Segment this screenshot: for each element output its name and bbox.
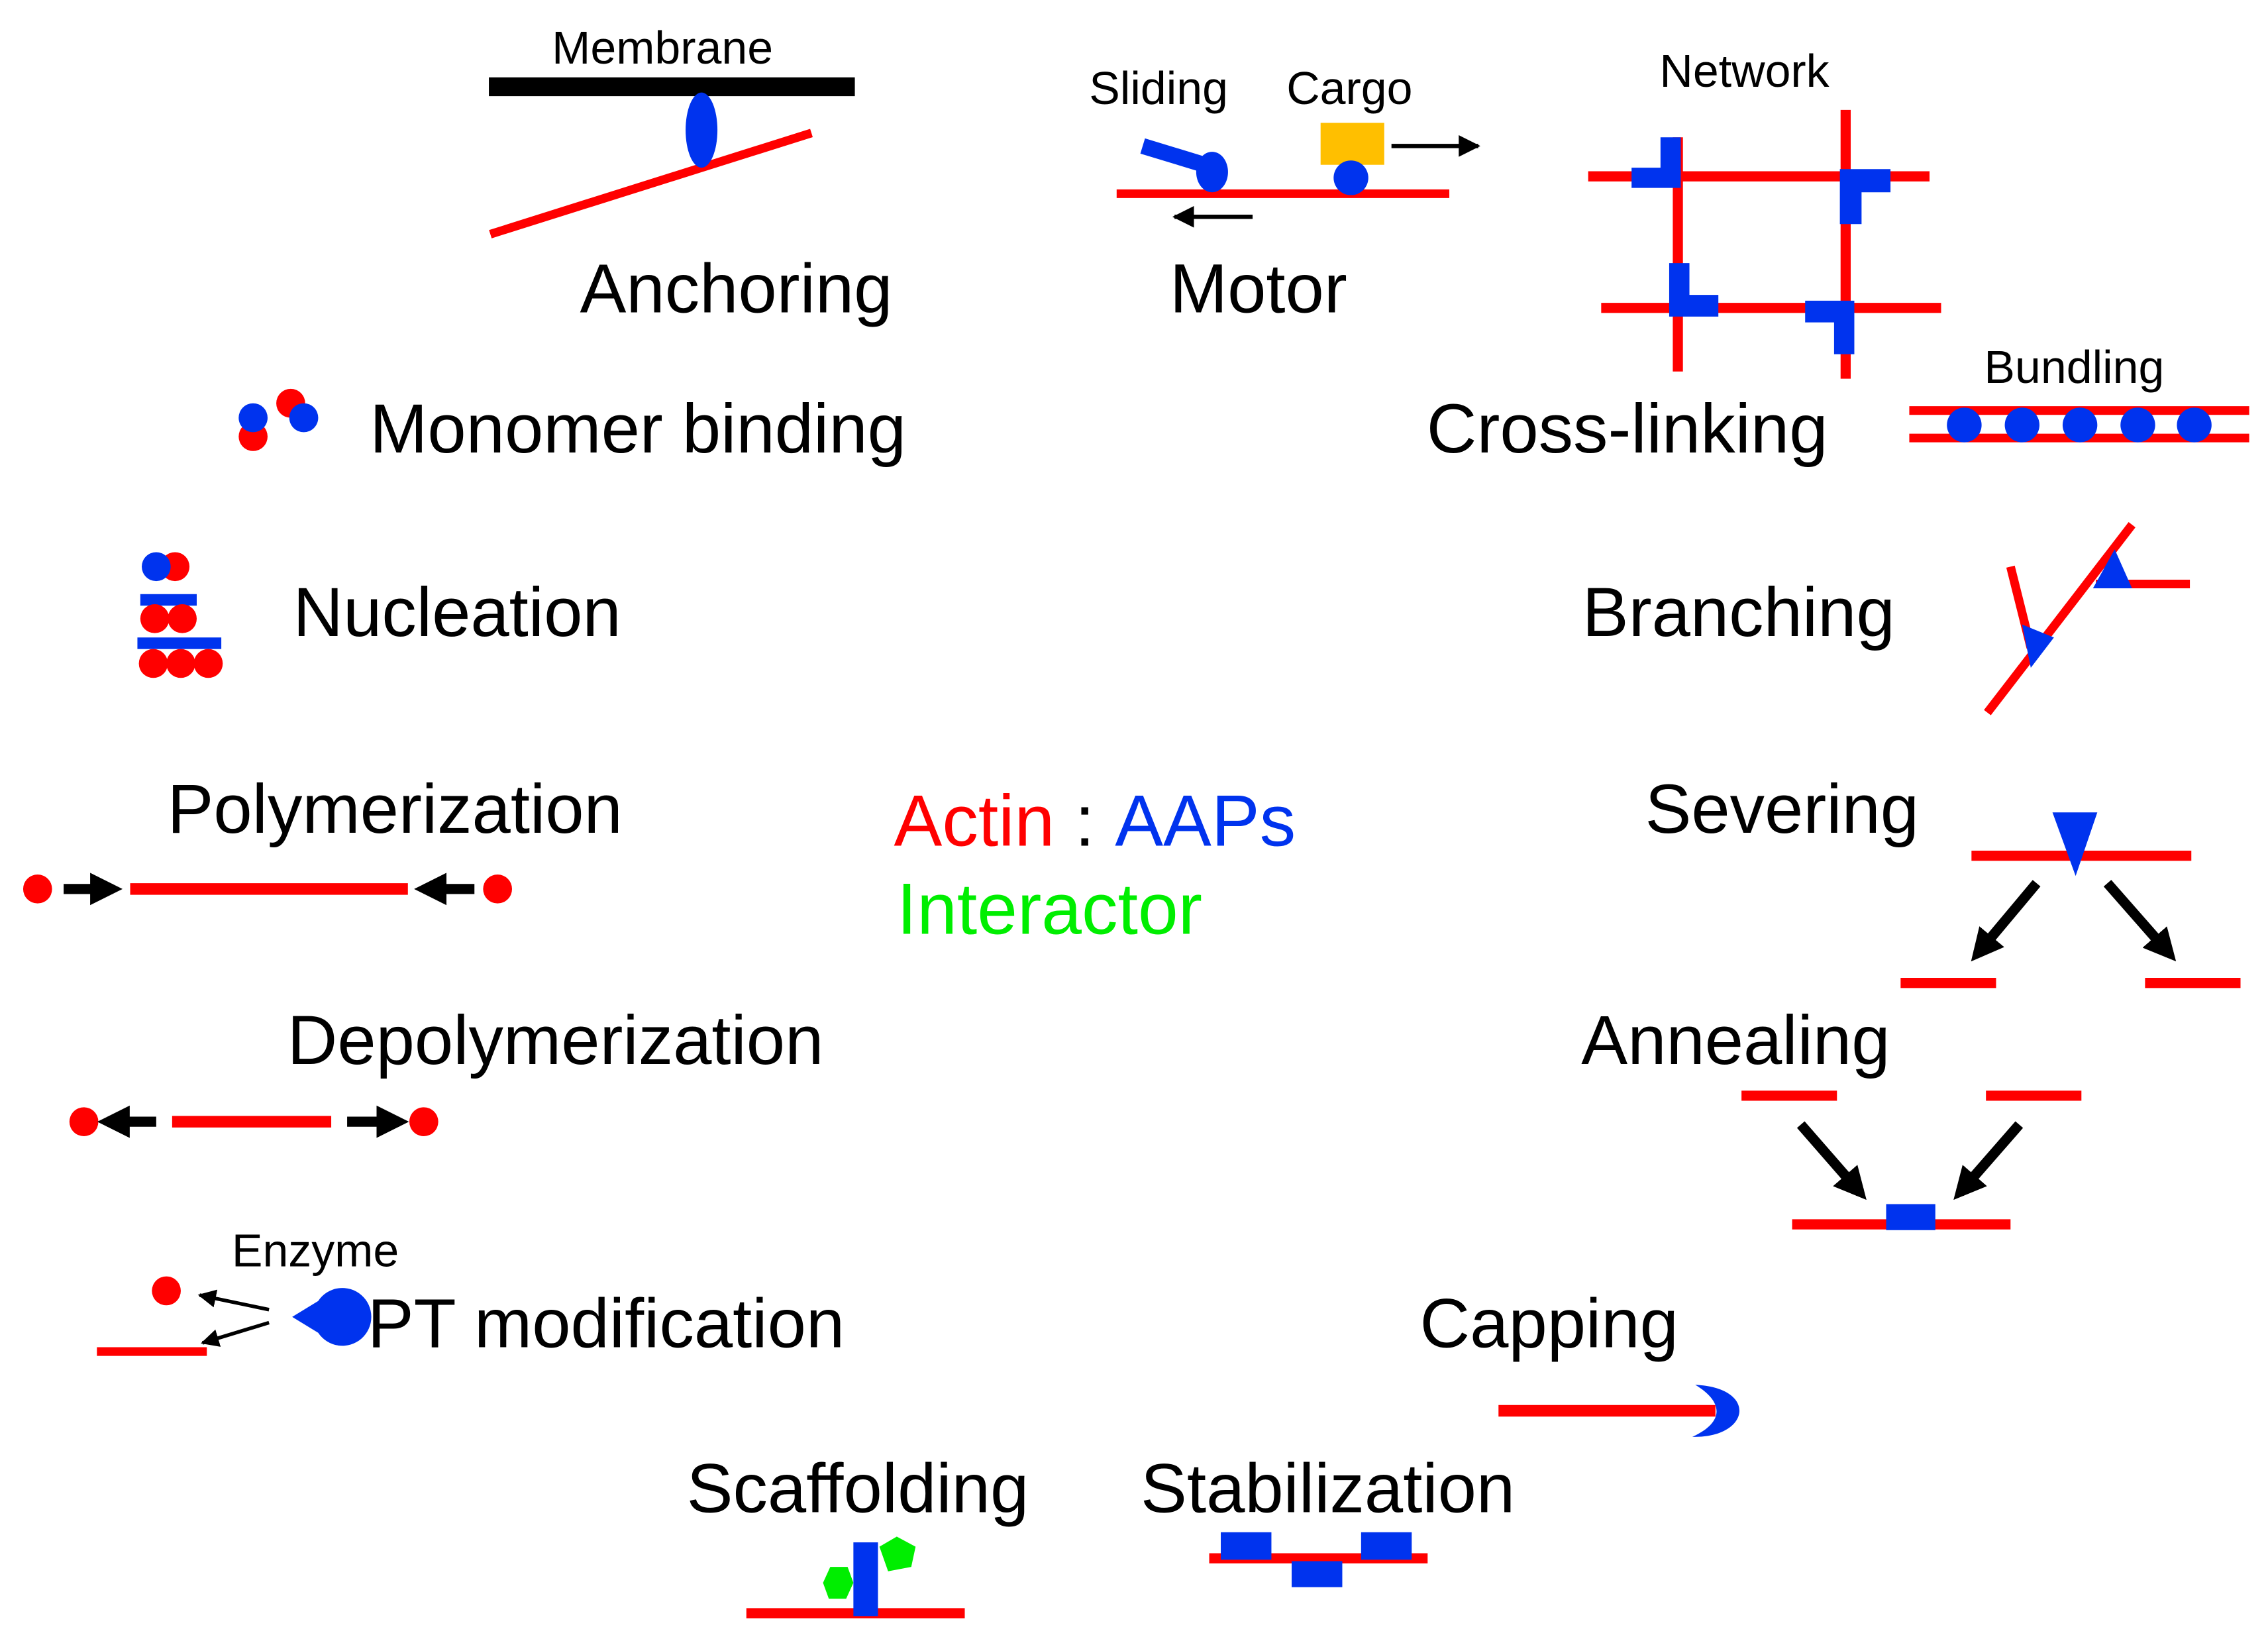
anchoring-panel: Membrane Anchoring bbox=[489, 22, 892, 327]
legend-separator: : bbox=[1055, 780, 1115, 861]
branching-label: Branching bbox=[1582, 574, 1895, 651]
monomer-binding-label: Monomer binding bbox=[370, 390, 906, 468]
scaffolding-label: Scaffolding bbox=[687, 1450, 1029, 1527]
legend-aaps: AAPs bbox=[1115, 780, 1296, 861]
modification-arrow bbox=[197, 1289, 270, 1312]
annealing-label: Annealing bbox=[1581, 1002, 1890, 1079]
severing-protein-icon bbox=[2052, 812, 2098, 876]
bundling-panel: Bundling bbox=[1909, 341, 2249, 443]
bundler-icon bbox=[2004, 407, 2039, 443]
cargo-box-icon bbox=[1320, 123, 1384, 165]
depolymerization-label: Depolymerization bbox=[287, 1002, 824, 1079]
capping-protein-icon bbox=[1692, 1385, 1740, 1437]
anneal-arrow bbox=[1953, 1121, 2024, 1200]
cargo-motor-icon bbox=[1333, 160, 1368, 195]
bundler-icon bbox=[2062, 407, 2098, 443]
actin-monomer-icon bbox=[166, 649, 195, 678]
stabilizer-icon bbox=[1221, 1532, 1272, 1560]
bundler-icon bbox=[2177, 407, 2212, 443]
motor-panel: Sliding Cargo Motor bbox=[1089, 62, 1480, 327]
actin-filament bbox=[1984, 522, 2136, 716]
bundler-icon bbox=[2120, 407, 2155, 443]
capping-label: Capping bbox=[1420, 1285, 1678, 1363]
cargo-label: Cargo bbox=[1286, 62, 1412, 114]
actin-filament bbox=[489, 129, 813, 239]
pt-modification-label: PT modification bbox=[368, 1285, 845, 1363]
crosslinker-icon bbox=[1631, 137, 1681, 188]
actin-monomer-icon bbox=[23, 875, 52, 904]
branching-panel: Branching bbox=[1582, 522, 2191, 716]
enzyme-icon bbox=[292, 1288, 372, 1346]
sever-arrow bbox=[1971, 880, 2041, 962]
severing-panel: Severing bbox=[1645, 770, 2241, 988]
stabilization-label: Stabilization bbox=[1141, 1450, 1515, 1527]
bundling-label: Bundling bbox=[1984, 341, 2164, 393]
motor-head-icon bbox=[1196, 152, 1228, 193]
sever-arrow bbox=[2103, 880, 2177, 962]
aap-icon bbox=[289, 403, 319, 433]
anneal-arrow bbox=[1796, 1121, 1867, 1200]
anchoring-label: Anchoring bbox=[580, 250, 893, 327]
severing-label: Severing bbox=[1645, 770, 1919, 848]
interactor-icon bbox=[879, 1536, 916, 1571]
actin-monomer-icon bbox=[69, 1107, 99, 1136]
stabilizer-icon bbox=[1292, 1561, 1343, 1587]
nucleation-panel: Nucleation bbox=[137, 552, 621, 678]
legend-actin: Actin bbox=[894, 780, 1055, 861]
aap-icon bbox=[238, 403, 268, 433]
bundler-icon bbox=[1947, 407, 1982, 443]
interactor-icon bbox=[823, 1567, 854, 1599]
legend: Actin : AAPs Interactor bbox=[894, 780, 1296, 949]
actin-monomer-icon bbox=[152, 1276, 181, 1306]
membrane-label: Membrane bbox=[552, 22, 773, 74]
nucleator-bar-icon bbox=[140, 594, 197, 606]
network-panel: Network Cross-linking bbox=[1427, 45, 1941, 468]
enzyme-label: Enzyme bbox=[232, 1224, 399, 1276]
modification-arrow bbox=[201, 1320, 270, 1347]
monomer-binding-panel: Monomer binding bbox=[238, 388, 906, 468]
actin-monomer-icon bbox=[483, 875, 513, 904]
motor-label: Motor bbox=[1170, 250, 1347, 327]
actin-monomer-icon bbox=[168, 604, 197, 633]
stabilization-panel: Stabilization bbox=[1141, 1450, 1515, 1587]
branch-nucleator-icon bbox=[2022, 624, 2054, 668]
polymerization-panel: Polymerization bbox=[23, 770, 623, 906]
stabilizer-icon bbox=[1361, 1532, 1412, 1560]
crosslinker-icon bbox=[1839, 169, 1891, 225]
branch-nucleator-icon bbox=[2092, 549, 2132, 589]
crosslinker-icon bbox=[1669, 263, 1719, 317]
sliding-label: Sliding bbox=[1089, 62, 1228, 114]
scaffolding-panel: Scaffolding bbox=[687, 1450, 1029, 1618]
crosslinker-icon bbox=[1805, 300, 1855, 354]
actin-monomer-icon bbox=[193, 649, 223, 678]
pt-modification-panel: Enzyme PT modification bbox=[97, 1224, 845, 1363]
actin-monomer-icon bbox=[409, 1107, 438, 1136]
actin-monomer-icon bbox=[138, 649, 168, 678]
nucleation-label: Nucleation bbox=[293, 574, 621, 651]
nucleator-bar-icon bbox=[137, 637, 222, 649]
anchor-protein-icon bbox=[686, 92, 718, 168]
depolymerization-panel: Depolymerization bbox=[69, 1002, 824, 1138]
annealing-panel: Annealing bbox=[1581, 1002, 2082, 1230]
annealing-protein-icon bbox=[1886, 1204, 1935, 1230]
actin-monomer-icon bbox=[140, 604, 170, 633]
cross-linking-label: Cross-linking bbox=[1427, 390, 1828, 468]
polymerization-label: Polymerization bbox=[167, 770, 622, 848]
capping-panel: Capping bbox=[1420, 1285, 1740, 1437]
legend-key: Actin : AAPs bbox=[894, 780, 1296, 861]
scaffold-protein-icon bbox=[853, 1542, 878, 1617]
network-label: Network bbox=[1659, 45, 1830, 97]
legend-interactor: Interactor bbox=[897, 869, 1202, 950]
aap-icon bbox=[142, 552, 171, 582]
